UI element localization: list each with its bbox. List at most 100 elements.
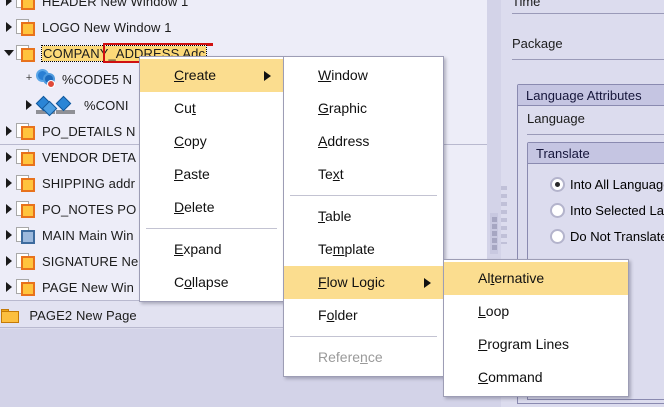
menu-item-label: Address (318, 133, 370, 149)
language-field[interactable]: Language (527, 111, 585, 126)
menu-item-collapse[interactable]: Collapse (140, 266, 283, 299)
chevron-right-icon[interactable] (2, 170, 16, 196)
chevron-right-icon[interactable] (2, 248, 16, 274)
splitter-grip[interactable] (490, 213, 498, 254)
menu-item-label: Template (318, 241, 375, 257)
menu-item-window[interactable]: Window (284, 59, 443, 92)
menu-item-template[interactable]: Template (284, 233, 443, 266)
chevron-down-icon[interactable] (2, 40, 16, 66)
menu-item-program-lines[interactable]: Program Lines (444, 328, 628, 361)
tree-row[interactable]: LOGO New Window 1 (0, 14, 487, 40)
menu-item-flow-logic[interactable]: Flow Logic (284, 266, 443, 299)
package-underline (512, 59, 664, 60)
tree-row[interactable]: VENDOR DETA (0, 144, 487, 170)
window-icon (16, 148, 38, 167)
radio-do-not-translate[interactable]: Do Not Translate (528, 224, 664, 250)
plus-icon[interactable]: + (25, 72, 33, 85)
time-underline (512, 13, 664, 14)
menu-item-label: Alternative (478, 270, 545, 286)
menu-item-loop[interactable]: Loop (444, 295, 628, 328)
page2-label: PAGE2 New Page (29, 307, 137, 323)
submenu-arrow-icon (424, 277, 431, 288)
window-icon (16, 18, 38, 37)
menu-item-label: Window (318, 67, 368, 83)
tree-row-label: LOGO New Window 1 (42, 19, 172, 35)
radio-indicator-off[interactable] (550, 203, 565, 219)
chevron-right-icon[interactable] (2, 274, 16, 300)
menu-item-label: Table (318, 208, 352, 224)
radio-indicator-off[interactable] (550, 229, 565, 245)
menu-item-expand[interactable]: Expand (140, 233, 283, 266)
menu-item-alternative[interactable]: Alternative (444, 262, 628, 295)
window-icon (16, 44, 38, 63)
radio-label: Into All Languages (570, 177, 664, 192)
menu-item-label: Reference (318, 349, 383, 365)
tree-row[interactable]: MAIN Main Win (0, 222, 487, 248)
menu-item-folder[interactable]: Folder (284, 299, 443, 332)
window-icon (16, 252, 38, 271)
tree-row[interactable]: %CONI (0, 92, 487, 118)
tree-row-label: %CODE5 N (62, 71, 133, 87)
menu-item-delete[interactable]: Delete (140, 191, 283, 224)
tree-row[interactable]: PO_NOTES PO (0, 196, 487, 222)
menu-item-reference: Reference (284, 341, 443, 374)
window-icon (16, 278, 38, 297)
window-icon (16, 174, 38, 193)
tree-row-label: SHIPPING addr (42, 175, 136, 191)
menu-item-cut[interactable]: Cut (140, 92, 283, 125)
menu-item-table[interactable]: Table (284, 200, 443, 233)
menu-separator (290, 195, 437, 196)
window-icon (16, 200, 38, 219)
tree-row[interactable]: PAGE New Win (0, 274, 487, 300)
menu-item-text[interactable]: Text (284, 158, 443, 191)
menu-item-label: Delete (174, 199, 215, 215)
tree-row[interactable]: HEADER New Window 1 (0, 0, 487, 14)
window-icon (16, 122, 38, 141)
chevron-right-icon[interactable] (2, 196, 16, 222)
menu-item-label: Folder (318, 307, 358, 323)
tree-row[interactable]: SHIPPING addr (0, 170, 487, 196)
menu-item-create[interactable]: Create (140, 59, 283, 92)
menu-separator (146, 228, 277, 229)
menu-item-command[interactable]: Command (444, 361, 628, 394)
radio-label: Do Not Translate (570, 229, 664, 244)
radio-into-all-languages[interactable]: Into All Languages (528, 172, 664, 198)
tree-row[interactable]: + %CODE5 N (0, 66, 487, 92)
menu-item-label: Command (478, 369, 543, 385)
language-underline (527, 134, 664, 135)
chevron-right-icon[interactable] (2, 144, 16, 170)
radio-into-selected-languages[interactable]: Into Selected Lan (528, 198, 664, 224)
tree-row-label: MAIN Main Win (42, 227, 134, 243)
tree-row-label: SIGNATURE Ne (42, 253, 139, 269)
chevron-right-icon[interactable] (2, 0, 16, 14)
chevron-right-icon[interactable] (2, 118, 16, 144)
submenu-arrow-icon (264, 70, 271, 81)
tree-row[interactable]: PO_DETAILS N (0, 118, 487, 144)
package-field[interactable]: Package (512, 36, 563, 51)
properties-scrollbar[interactable] (501, 186, 507, 244)
properties-pane[interactable]: Time Package Language Attributes Languag… (501, 0, 664, 407)
tree-row[interactable]: SIGNATURE Ne (0, 248, 487, 274)
menu-item-copy[interactable]: Copy (140, 125, 283, 158)
chevron-right-icon[interactable] (2, 222, 16, 248)
tree-row-label: VENDOR DETA (42, 149, 137, 165)
menu-item-label: Program Lines (478, 336, 570, 352)
menu-item-graphic[interactable]: Graphic (284, 92, 443, 125)
chevron-right-icon[interactable] (2, 14, 16, 40)
tree-row-label: PAGE New Win (42, 279, 134, 295)
menu-item-paste[interactable]: Paste (140, 158, 283, 191)
window-icon (16, 0, 38, 11)
menu-item-address[interactable]: Address (284, 125, 443, 158)
radio-indicator-on[interactable] (550, 177, 565, 193)
radio-label: Into Selected Lan (570, 203, 664, 218)
menu-item-label: Collapse (174, 274, 229, 290)
chevron-right-icon[interactable] (22, 92, 36, 118)
menu-item-label: Text (318, 166, 344, 182)
menu-item-label: Paste (174, 166, 210, 182)
menu-item-label: Graphic (318, 100, 368, 116)
time-field: Time (512, 0, 540, 9)
menu-item-label: Expand (174, 241, 222, 257)
